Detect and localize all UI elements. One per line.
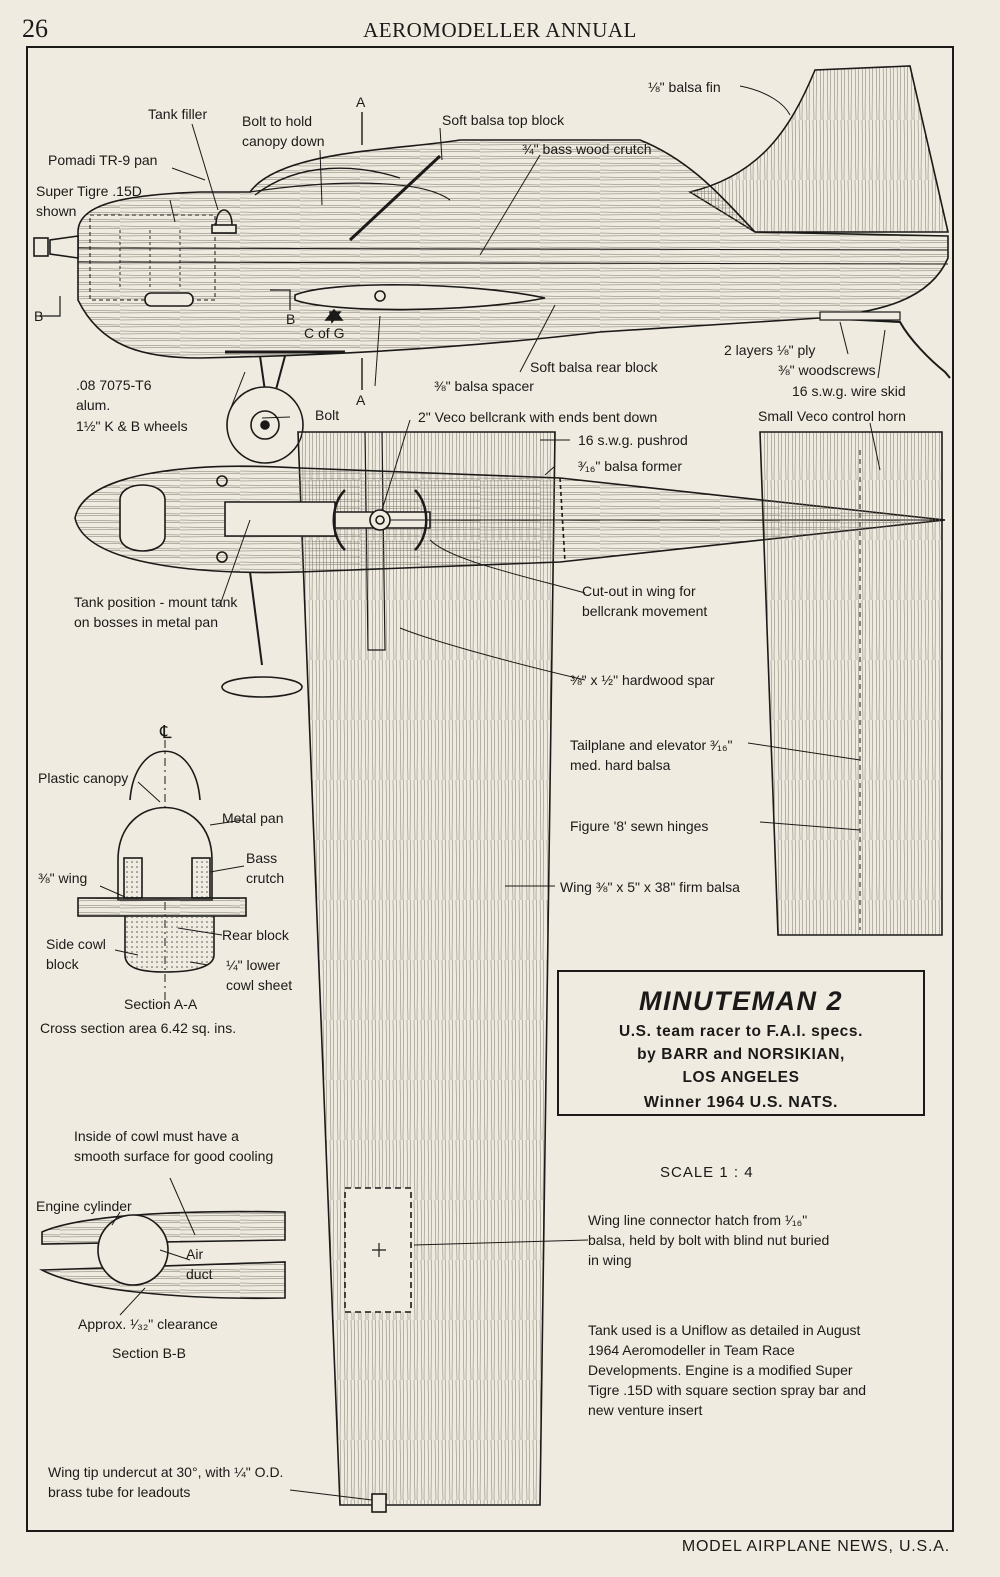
label-engine-cylinder: Engine cylinder [36, 1198, 132, 1214]
section-bb-title: Section B-B [112, 1345, 186, 1361]
label-soft-balsa-rear: Soft balsa rear block [530, 359, 658, 375]
section-bb [38, 1210, 286, 1300]
spinner [49, 235, 79, 259]
label-air-duct: Air duct [186, 1246, 213, 1282]
label-spar: ⅜" x ½" hardwood spar [570, 672, 715, 688]
scale-label: SCALE 1 : 4 [660, 1164, 754, 1181]
label-canopy: Plastic canopy [38, 770, 129, 786]
plan-subtitle-3: LOS ANGELES [682, 1069, 800, 1086]
page-header: 26 AEROMODELLER ANNUAL [0, 12, 1000, 52]
plan-subtitle-1: U.S. team racer to F.A.I. specs. [618, 1023, 864, 1040]
page-number: 26 [22, 14, 48, 43]
plan-winner: Winner 1964 U.S. NATS. [643, 1094, 839, 1111]
label-bellcrank: 2" Veco bellcrank with ends bent down [418, 409, 658, 425]
label-tank-position: Tank position - mount tank on bosses in … [74, 594, 238, 630]
label-woodscrews: ⅜" woodscrews [778, 362, 876, 378]
label-wing: Wing ⅜" x 5" x 38" firm balsa [560, 879, 740, 895]
centerline-symbol: ℄ [160, 722, 172, 742]
label-wheels: 1½" K & B wheels [76, 418, 188, 434]
label-cowl-note: Inside of cowl must have a smooth surfac… [74, 1128, 274, 1164]
running-head: AEROMODELLER ANNUAL [363, 18, 637, 42]
label-bolt-canopy: Bolt to hold canopy down [242, 113, 325, 149]
tailplane [759, 431, 943, 936]
plan-subtitle-2: by BARR and NORSIKIAN, [637, 1046, 845, 1063]
label-bass-crutch: ¾" bass wood crutch [522, 141, 652, 157]
side-view [33, 65, 951, 464]
cowl-bottom [38, 1261, 286, 1300]
label-hatch: Wing line connector hatch from ¹⁄₁₆" bal… [588, 1212, 830, 1268]
label-cutout: Cut-out in wing for bellcrank movement [582, 583, 708, 619]
section-marker-b-left: B [34, 308, 44, 324]
label-pushrod: 16 s.w.g. pushrod [578, 432, 688, 448]
engine-cylinder [97, 1214, 169, 1286]
label-rear-block: Rear block [222, 927, 289, 943]
label-lower-cowl: ¼" lower cowl sheet [226, 957, 293, 993]
label-c-of-g: C of G [304, 325, 345, 341]
label-bass-crutch-section: Bass crutch [246, 850, 285, 886]
section-aa-title: Section A-A [124, 996, 198, 1012]
label-soft-balsa-top: Soft balsa top block [442, 112, 565, 128]
label-balsa-spacer: ⅜" balsa spacer [434, 378, 534, 394]
label-clearance: Approx. ¹⁄₃₂" clearance [78, 1316, 218, 1332]
plan-frame [26, 46, 954, 1532]
section-marker-a-bottom: A [356, 392, 366, 408]
wing-planform [297, 431, 556, 1506]
section-marker-b-right: B [286, 311, 296, 327]
label-balsa-fin: ⅛" balsa fin [648, 79, 721, 95]
label-tank-note: Tank used is a Uniflow as detailed in Au… [588, 1322, 867, 1418]
label-control-horn: Small Veco control horn [758, 408, 906, 424]
label-ply-layers: 2 layers ⅛" ply [724, 342, 816, 358]
bellcrank [369, 509, 391, 531]
label-pan: Pomadi TR-9 pan [48, 152, 158, 168]
section-marker-a-top: A [356, 94, 366, 110]
leader-lines [99, 85, 886, 1501]
plan-view [74, 431, 946, 1513]
label-wing-tip: Wing tip undercut at 30°, with ¼" O.D. b… [48, 1464, 284, 1500]
title-box: MINUTEMAN 2 U.S. team racer to F.A.I. sp… [557, 970, 925, 1116]
label-metal-pan: Metal pan [222, 810, 284, 826]
label-wing-section: ⅜" wing [38, 870, 88, 886]
section-aa-area: Cross section area 6.42 sq. ins. [40, 1020, 237, 1036]
section-aa [77, 740, 247, 1010]
label-engine: Super Tigre .15D shown [36, 183, 142, 219]
label-wire-skid: 16 s.w.g. wire skid [792, 383, 906, 399]
label-former: ³⁄₁₆" balsa former [578, 458, 683, 474]
page-footer: MODEL AIRPLANE NEWS, U.S.A. [681, 1538, 950, 1555]
canopy-side [254, 167, 401, 196]
wing-spar-section [77, 897, 247, 917]
label-tank-filler: Tank filler [148, 106, 208, 122]
tail-skid [819, 317, 951, 379]
canopy-section [129, 750, 201, 801]
label-side-cowl: Side cowl block [46, 936, 106, 972]
label-alum: .08 7075-T6 alum. [76, 377, 152, 413]
wing-section-side [294, 284, 546, 311]
label-tailplane: Tailplane and elevator ³⁄₁₆" med. hard b… [570, 737, 733, 773]
label-hinges: Figure '8' sewn hinges [570, 818, 709, 834]
label-bolt: Bolt [315, 407, 340, 423]
fin-outline [687, 65, 950, 233]
plan-title: MINUTEMAN 2 [639, 986, 843, 1016]
